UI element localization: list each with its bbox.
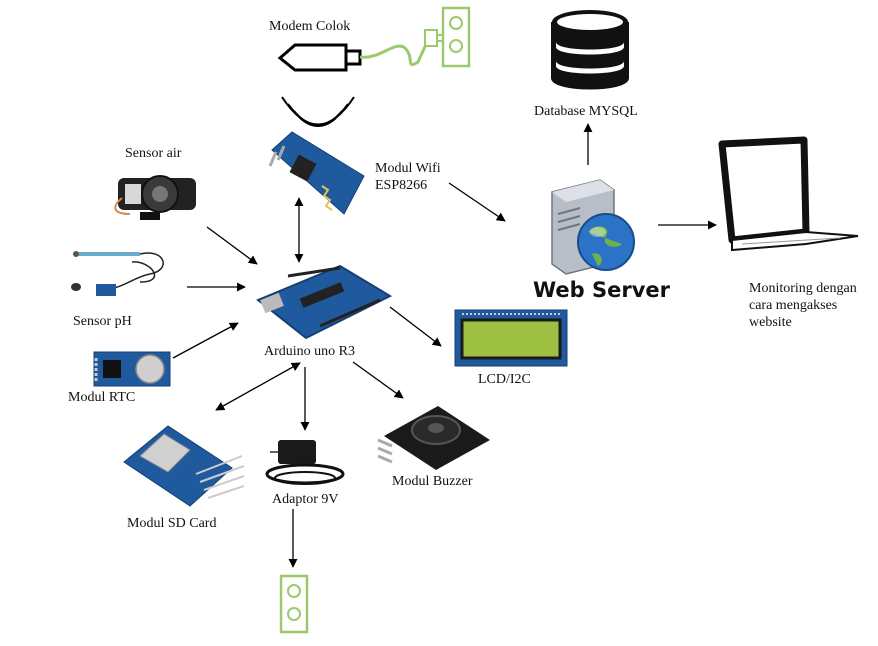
arrow-sd-arduino (215, 362, 301, 411)
label-rtc: Modul RTC (68, 390, 136, 405)
power-cord-icon (359, 29, 444, 67)
arrow-sensorair-arduino (206, 226, 258, 265)
wall-outlet-icon (441, 6, 471, 68)
label-monitoring-line1: Monitoring dengan (749, 281, 857, 296)
wall-outlet-bottom-icon (279, 574, 309, 634)
label-sensor-ph: Sensor pH (73, 314, 132, 329)
label-wifi-module: Modul Wifi ESP8266 (375, 160, 441, 194)
label-adaptor: Adaptor 9V (272, 492, 339, 507)
database-icon (551, 10, 629, 90)
label-sd-card: Modul SD Card (127, 516, 217, 531)
label-lcd: LCD/I2C (478, 372, 531, 387)
arrow-rtc-arduino (172, 322, 239, 359)
label-buzzer: Modul Buzzer (392, 474, 473, 489)
laptop-icon (718, 136, 859, 252)
rtc-module-icon (93, 351, 171, 387)
label-web-server: Web Server (533, 278, 671, 302)
arduino-board-icon (256, 264, 393, 340)
power-adaptor-icon (265, 440, 345, 485)
arrow-wifi-webserver (448, 182, 506, 222)
sd-card-module-icon (123, 425, 245, 507)
label-modem: Modem Colok (269, 19, 351, 34)
label-sensor-air: Sensor air (125, 146, 182, 161)
lcd-display-icon (454, 309, 568, 367)
connection-arrows (172, 123, 717, 568)
wifi-signal-icon (281, 96, 355, 127)
label-arduino: Arduino uno R3 (264, 344, 355, 359)
arrow-arduino-buzzer (352, 361, 404, 399)
buzzer-module-icon (377, 406, 490, 470)
label-monitoring-line2: cara mengakses (749, 298, 838, 313)
arrow-arduino-lcd (389, 306, 442, 347)
label-wifi-line2: ESP8266 (375, 178, 428, 193)
server-globe-icon (551, 179, 635, 275)
water-flow-sensor-icon (114, 175, 196, 220)
esp8266-module-icon (268, 131, 365, 215)
label-wifi-line1: Modul Wifi (375, 161, 441, 176)
label-database: Database MYSQL (534, 104, 638, 119)
label-monitoring-line3: website (749, 315, 792, 330)
usb-modem-icon (277, 43, 362, 72)
ph-sensor-icon (71, 251, 164, 296)
label-monitoring: Monitoring dengan cara mengakses website (749, 280, 857, 331)
